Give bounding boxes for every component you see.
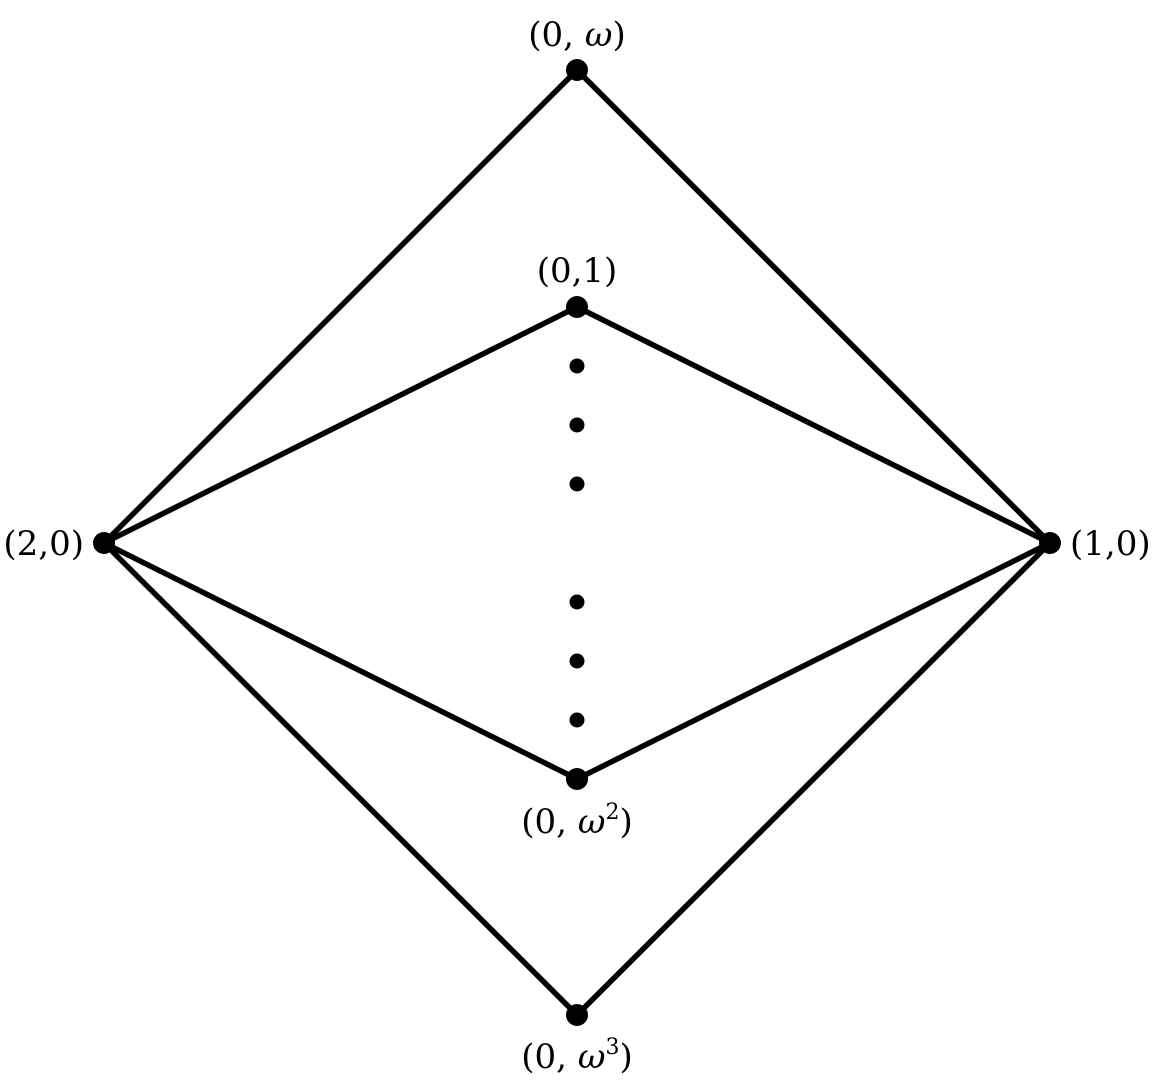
edge-left-omega2: [101, 540, 580, 782]
edge-omega3-right: [574, 540, 1053, 1018]
node-omega2: [566, 768, 588, 790]
ellipsis-dot: [569, 712, 585, 728]
node-label-right: (1,0): [1070, 524, 1151, 564]
node-label-omega3: (0, ω3): [521, 1035, 633, 1077]
ellipsis-dot: [569, 653, 585, 669]
node-one: [566, 296, 588, 318]
ellipsis-dot: [569, 358, 585, 374]
ellipsis-dot: [569, 417, 585, 433]
node-label-left: (2,0): [3, 524, 84, 564]
node-label-one: (0,1): [537, 251, 618, 291]
edge-one-right: [574, 304, 1053, 546]
edge-omega2-right: [574, 540, 1053, 782]
ellipsis-upper: [569, 358, 585, 492]
edge-left-omega: [101, 67, 580, 546]
ellipsis-dot: [569, 594, 585, 610]
edge-left-omega3: [101, 540, 580, 1018]
edges-group: [101, 67, 1053, 1018]
edge-left-one: [101, 304, 580, 546]
node-omega: [566, 59, 588, 81]
ellipsis-lower: [569, 594, 585, 728]
node-omega3: [566, 1004, 588, 1026]
nodes-group: [93, 59, 1061, 1026]
edge-omega-right: [574, 67, 1053, 546]
node-label-omega2: (0, ω2): [521, 800, 633, 842]
node-label-omega: (0, ω): [528, 15, 626, 55]
ellipsis-dot: [569, 476, 585, 492]
node-left: [93, 532, 115, 554]
node-right: [1039, 532, 1061, 554]
